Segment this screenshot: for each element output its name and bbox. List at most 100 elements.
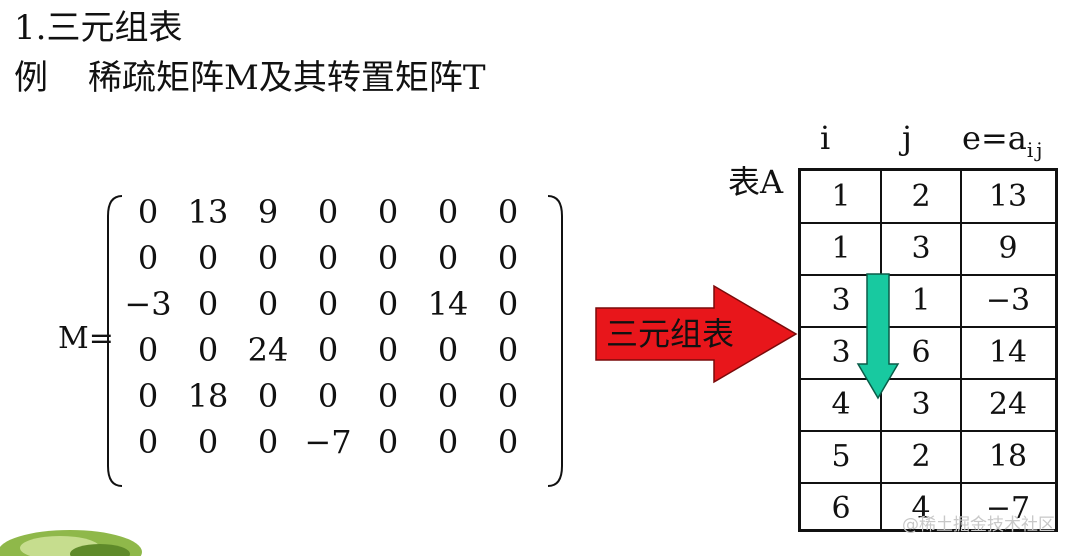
matrix-cell: 0 [317, 331, 339, 369]
matrix-brackets [107, 195, 563, 487]
row-divider [801, 222, 1055, 224]
matrix-cell: −7 [304, 423, 352, 461]
matrix-cell: 0 [377, 377, 399, 415]
example-prefix: 例 [14, 58, 48, 98]
matrix-cell: 0 [257, 377, 279, 415]
row-divider [801, 430, 1055, 432]
matrix-cell: 14 [427, 285, 469, 323]
matrix-cell: 13 [187, 193, 229, 231]
section-heading: 1.三元组表 [14, 8, 182, 48]
table-row: 5 2 18 [801, 431, 1055, 483]
cell-e: −3 [985, 283, 1031, 318]
matrix-cell: 0 [497, 193, 519, 231]
row-divider [801, 482, 1055, 484]
matrix-cell: 9 [257, 193, 279, 231]
matrix-cell: 0 [377, 239, 399, 277]
matrix-cell: 0 [497, 331, 519, 369]
matrix-cell: 0 [137, 193, 159, 231]
matrix-cell: 0 [317, 285, 339, 323]
matrix-cell: 0 [377, 193, 399, 231]
matrix-cell: 0 [137, 423, 159, 461]
red-arrow-shape [595, 284, 798, 384]
cell-e: 24 [988, 387, 1028, 422]
matrix-cell: 0 [197, 423, 219, 461]
column-header-e: e=aij [962, 118, 1045, 170]
matrix-cell: 0 [257, 423, 279, 461]
matrix-cell: 0 [317, 377, 339, 415]
matrix-cell: 0 [377, 331, 399, 369]
matrix-cell: 0 [437, 377, 459, 415]
matrix-cell: 0 [497, 239, 519, 277]
row-divider [801, 274, 1055, 276]
arrow-label: 三元组表 [606, 315, 735, 353]
cell-e: 9 [998, 231, 1018, 266]
matrix-cell: 0 [437, 193, 459, 231]
table-row: 3 6 14 [801, 327, 1055, 379]
matrix-cell: 0 [137, 331, 159, 369]
cell-i: 3 [831, 335, 851, 370]
cell-j: 2 [911, 179, 931, 214]
column-header-e-subscript: ij [1026, 138, 1046, 162]
table-row: 1 2 13 [801, 171, 1055, 223]
matrix-cell: 0 [377, 285, 399, 323]
cell-i: 4 [831, 387, 851, 422]
table-row: 6 4 −7 [801, 483, 1055, 535]
column-header-i: i [820, 119, 831, 157]
cell-e: 13 [988, 179, 1028, 214]
cell-i: 1 [831, 231, 851, 266]
cell-i: 3 [831, 283, 851, 318]
table-name: 表A [728, 163, 784, 201]
matrix-cell: 0 [137, 239, 159, 277]
matrix-cell: 24 [247, 331, 289, 369]
table-row: 4 3 24 [801, 379, 1055, 431]
cell-j: 3 [911, 387, 931, 422]
column-divider [960, 171, 962, 529]
cell-j: 1 [911, 283, 931, 318]
matrix-cell: 0 [317, 239, 339, 277]
cell-j: 6 [911, 335, 931, 370]
matrix-cell: 0 [197, 285, 219, 323]
matrix-cell: 0 [197, 331, 219, 369]
down-arrow-icon [856, 273, 900, 400]
cell-i: 5 [831, 439, 851, 474]
left-bracket [107, 195, 123, 487]
row-divider [801, 378, 1055, 380]
matrix-cell: 0 [497, 377, 519, 415]
cell-j: 2 [911, 439, 931, 474]
decorative-plant-icon [0, 530, 142, 556]
conversion-arrow [595, 284, 798, 384]
watermark: @稀土掘金技术社区 [902, 515, 1055, 535]
cell-e: 18 [988, 439, 1028, 474]
column-header-e-text: e=a [962, 119, 1027, 157]
example-heading: 例稀疏矩阵M及其转置矩阵T [14, 58, 486, 98]
matrix-cell: 0 [197, 239, 219, 277]
row-divider [801, 326, 1055, 328]
right-bracket [547, 195, 563, 487]
section-number: 1. [14, 8, 47, 48]
matrix-cell: 0 [317, 193, 339, 231]
cell-i: 1 [831, 179, 851, 214]
matrix-cell: −3 [124, 285, 172, 323]
cell-e: 14 [988, 335, 1028, 370]
matrix-cell: 0 [377, 423, 399, 461]
matrix-label: M= [58, 321, 114, 356]
matrix-cell: 0 [497, 285, 519, 323]
cell-e: −7 [985, 491, 1031, 526]
matrix-cell: 0 [257, 239, 279, 277]
matrix-cell: 0 [137, 377, 159, 415]
cell-j: 3 [911, 231, 931, 266]
cell-i: 6 [831, 491, 851, 526]
matrix-cell: 0 [437, 423, 459, 461]
table-row: 1 3 9 [801, 223, 1055, 275]
matrix-cell: 0 [257, 285, 279, 323]
matrix-cell: 0 [437, 331, 459, 369]
example-text: 稀疏矩阵M及其转置矩阵T [88, 58, 486, 98]
matrix-cell: 0 [437, 239, 459, 277]
section-title: 三元组表 [46, 8, 183, 48]
table-row: 3 1 −3 [801, 275, 1055, 327]
cell-j: 4 [911, 491, 931, 526]
matrix-cell: 18 [187, 377, 229, 415]
column-header-j: j [902, 119, 912, 157]
